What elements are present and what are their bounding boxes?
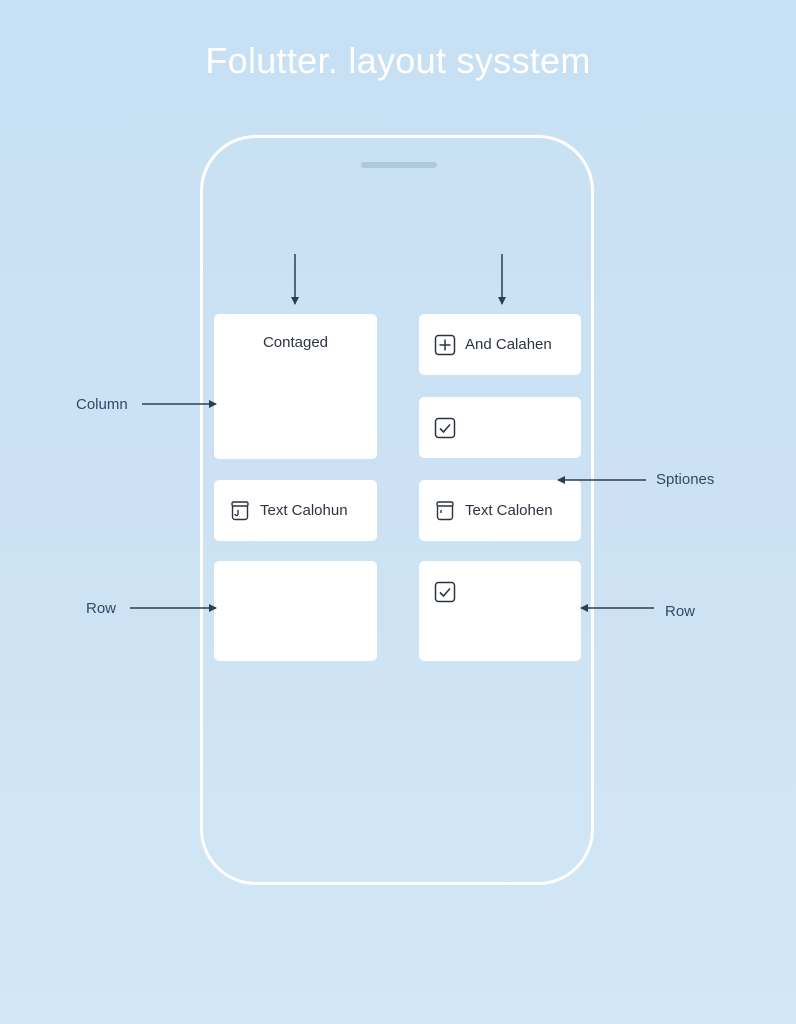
text-card-right: Text Calohen [419, 480, 581, 541]
add-card-label: And Calahen [465, 336, 552, 353]
plus-square-icon [433, 333, 457, 357]
contained-card-label: Contaged [262, 334, 329, 351]
column-annotation: Column [76, 396, 128, 413]
checkbox-card[interactable] [419, 397, 581, 458]
jar-icon [433, 499, 457, 523]
contained-card: Contaged [214, 314, 377, 459]
checkbox-icon[interactable] [433, 416, 457, 440]
text-card-left-label: Text Calohun [260, 502, 348, 519]
phone-speaker [361, 162, 437, 168]
row-card-right [419, 561, 581, 661]
checkbox-icon[interactable] [433, 580, 457, 604]
row-annotation-left: Row [86, 600, 117, 617]
add-card[interactable]: And Calahen [419, 314, 581, 375]
page-title: Folutter. layout sysstem [205, 40, 591, 81]
spaces-annotation: Sptiones [656, 471, 715, 488]
row-card-left [214, 561, 377, 661]
phone-frame [200, 135, 594, 885]
row-annotation-right: Row [665, 603, 696, 620]
text-card-left: Text Calohun [214, 480, 377, 541]
jar-icon [228, 499, 252, 523]
text-card-right-label: Text Calohen [465, 502, 553, 519]
